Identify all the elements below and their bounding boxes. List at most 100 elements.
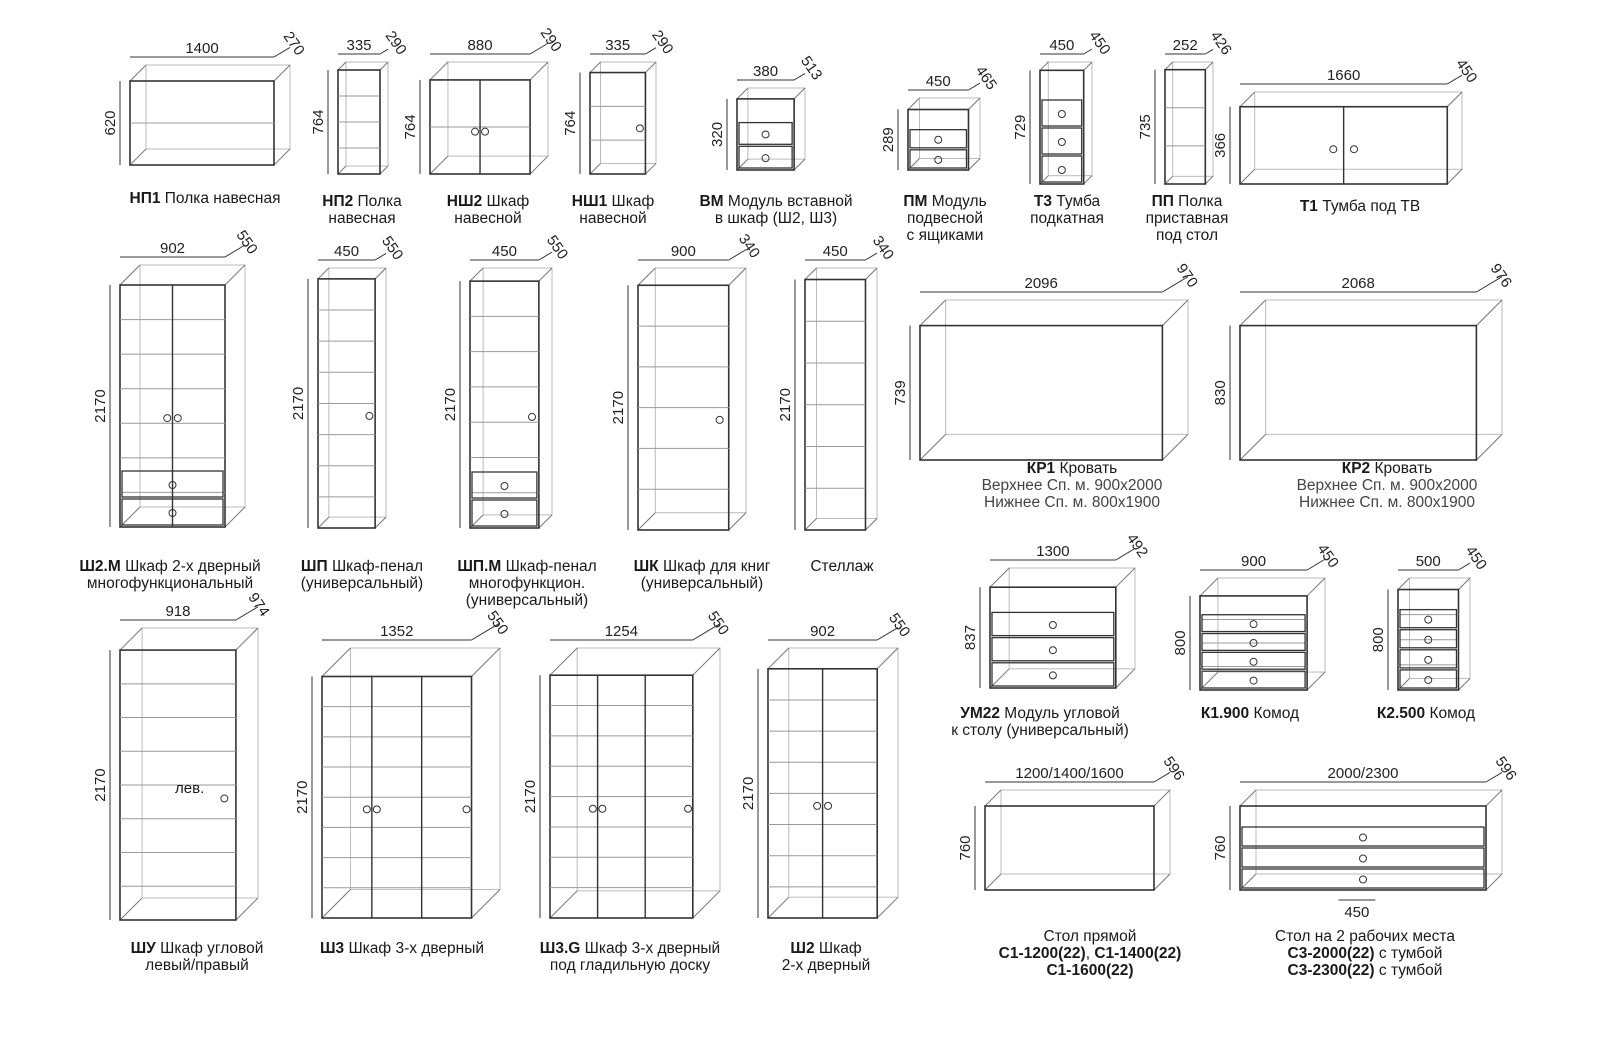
drawer [909, 129, 968, 149]
product-description: Полка [1173, 193, 1223, 210]
width-dimension: 450 [1049, 37, 1074, 54]
edge-line [876, 896, 899, 919]
front-frame [919, 324, 1164, 461]
height-dimension: 2170 [290, 387, 307, 420]
height-dimension: 2170 [442, 388, 459, 421]
front-frame [1039, 69, 1085, 185]
edge-line [1239, 789, 1257, 807]
caption-line: под стол [1146, 227, 1229, 244]
product-description: с тумбой [1374, 962, 1443, 979]
height-dimension: 2170 [294, 781, 311, 814]
drawer-knob-icon [934, 135, 943, 144]
caption-line: ШУ Шкаф угловой [131, 940, 264, 957]
depth-dimension: 550 [483, 608, 511, 638]
product-description: Тумба [1051, 193, 1101, 210]
height-dimension: 2170 [92, 389, 109, 422]
edge-line [793, 158, 806, 171]
edge-line [273, 64, 291, 82]
product-description: в шкаф (Ш2, Ш3) [714, 210, 838, 227]
height-dimension: 800 [1172, 630, 1189, 655]
drawer [1399, 608, 1458, 629]
back-panel [482, 267, 553, 516]
product-description: , [1085, 945, 1095, 962]
depth-dimension: 426 [1207, 28, 1235, 58]
product-code: ПП [1151, 193, 1174, 210]
product-description: Комод [1249, 705, 1300, 722]
caption-line: К1.900 Комод [1201, 705, 1299, 722]
depth-dim-line [538, 251, 553, 261]
product-description: Тумба под ТВ [1317, 198, 1421, 215]
caption-line: НШ2 Шкаф [447, 193, 529, 210]
edge-line [1164, 61, 1174, 71]
caption-line: С1-1200(22), С1-1400(22) [999, 945, 1182, 962]
product-description: Кровать [1370, 460, 1433, 477]
back-panel [139, 264, 246, 508]
caption-line: (универсальный) [457, 592, 596, 609]
edge-line [1239, 873, 1257, 891]
caption-line: С3-2000(22) с тумбой [1275, 945, 1455, 962]
depth-dimension: 550 [885, 610, 913, 640]
product-description: Стол прямой [1043, 928, 1137, 945]
drawer [1241, 868, 1485, 889]
edge-line [1083, 175, 1093, 185]
edge-line [1153, 789, 1171, 807]
width-dimension: 252 [1173, 37, 1198, 54]
caption-line: ПП Полка [1146, 193, 1229, 210]
caption-line: ВМ Модуль вставной [699, 193, 852, 210]
product-code: С3-2300(22) [1287, 962, 1375, 979]
product-description: Шкаф 2-х дверный [120, 558, 261, 575]
depth-dimension: 450 [1462, 543, 1490, 573]
edge-line [317, 267, 330, 280]
depth-dimension: 340 [735, 231, 763, 261]
drawer-knob-icon [1048, 621, 1057, 629]
edge-line [549, 890, 578, 919]
edge-line [471, 647, 501, 677]
depth-dimension: 550 [543, 232, 571, 262]
edge-line [471, 889, 501, 919]
depth-dim-line [1205, 48, 1214, 55]
depth-dimension: 450 [1085, 28, 1113, 58]
caption-line: Ш2.М Шкаф 2-х дверный [79, 558, 260, 575]
caption-line: Стол на 2 рабочих места [1275, 928, 1455, 945]
depth-dimension: 550 [378, 233, 406, 263]
caption-line: УМ22 Модуль угловой [951, 705, 1129, 722]
depth-dim-line [692, 623, 721, 641]
drawer [991, 636, 1115, 662]
caption-line: ПМ Модуль [903, 193, 986, 210]
back-panel [1047, 61, 1093, 177]
back-panel [747, 87, 806, 160]
front-frame [469, 280, 540, 529]
front-frame [907, 108, 970, 171]
product-description: Нижнее Сп. м. 800x1900 [1299, 494, 1475, 511]
drawer-knob-icon [1057, 138, 1066, 146]
edge-line [919, 434, 946, 461]
depth-dimension: 290 [537, 25, 565, 55]
product-code: С3-2000(22) [1287, 945, 1375, 962]
product-code: КР1 [1026, 460, 1056, 477]
width-dimension: 450 [492, 243, 517, 260]
depth-dimension: 550 [704, 608, 732, 638]
edge-line [1162, 299, 1189, 326]
product-description: Шкаф [607, 193, 655, 210]
product-description: Шкаф [814, 940, 862, 957]
back-panel [328, 267, 387, 518]
depth-dim-line [1476, 276, 1503, 293]
height-dimension: 739 [892, 380, 909, 405]
edge-line [429, 155, 449, 175]
edge-line [1446, 168, 1463, 185]
door-knob-icon [598, 804, 607, 813]
caption-line: с ящиками [903, 227, 986, 244]
front-frame [1239, 805, 1487, 891]
door-knob-icon [527, 412, 536, 421]
width-dimension: 335 [346, 37, 371, 54]
drawer-knob-icon [761, 154, 770, 163]
